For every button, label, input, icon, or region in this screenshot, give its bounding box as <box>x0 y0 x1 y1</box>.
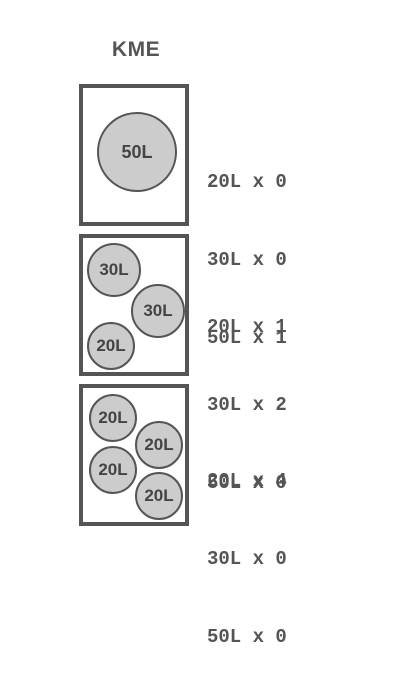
tank-30l: 30L <box>131 284 185 338</box>
count-20l: 20L x 4 <box>207 470 287 492</box>
count-30l: 30L x 0 <box>207 249 287 271</box>
count-20l: 20L x 1 <box>207 316 287 338</box>
tank-20l: 20L <box>135 421 183 469</box>
config-1-counts: 20L x 0 30L x 0 50L x 1 <box>207 117 287 377</box>
config-2-counts: 20L x 1 30L x 2 50L x 0 <box>207 262 287 522</box>
config-box-1: 50L <box>79 84 189 226</box>
count-50l: 50L x 0 <box>207 626 287 648</box>
config-box-3: 20L 20L 20L 20L <box>79 384 189 526</box>
count-50l: 50L x 0 <box>207 472 287 494</box>
config-box-2: 30L 30L 20L <box>79 234 189 376</box>
tank-20l: 20L <box>89 446 137 494</box>
tank-20l: 20L <box>87 322 135 370</box>
tank-20l: 20L <box>89 394 137 442</box>
count-30l: 30L x 2 <box>207 394 287 416</box>
count-30l: 30L x 0 <box>207 548 287 570</box>
tank-50l: 50L <box>97 112 177 192</box>
count-50l: 50L x 1 <box>207 327 287 349</box>
tank-30l: 30L <box>87 243 141 297</box>
config-3-counts: 20L x 4 30L x 0 50L x 0 <box>207 416 287 676</box>
tank-20l: 20L <box>135 472 183 520</box>
count-20l: 20L x 0 <box>207 171 287 193</box>
diagram-title: KME <box>111 38 161 61</box>
